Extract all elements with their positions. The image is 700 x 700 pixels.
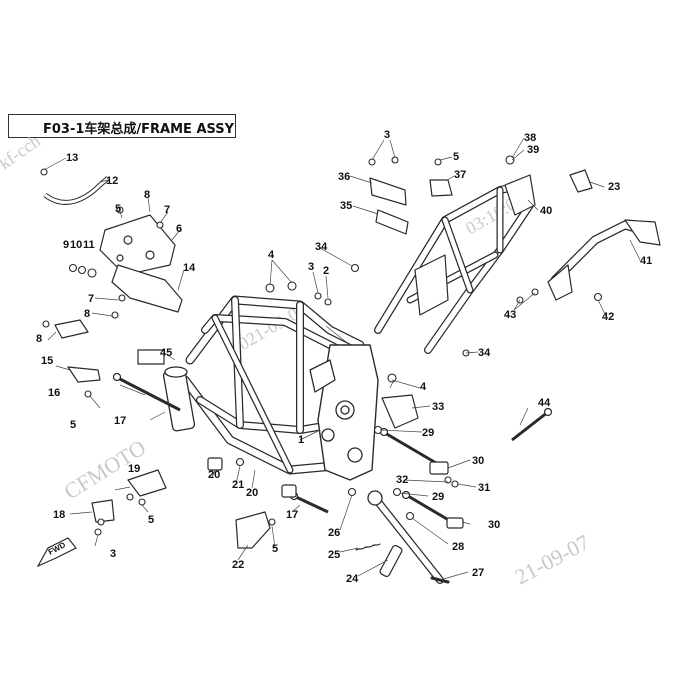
callouts: 13 12 8 5 7 6 9 10 11 14 7 8 8 15 45 16 … <box>36 129 652 585</box>
small-parts <box>43 169 593 549</box>
callout-10: 10 <box>70 239 82 251</box>
callout-6: 6 <box>176 223 182 235</box>
callout-22: 22 <box>232 559 244 571</box>
callout-1: 1 <box>298 434 304 446</box>
callout-8c: 8 <box>36 333 42 345</box>
callout-9: 9 <box>63 239 69 251</box>
callout-35: 35 <box>340 200 352 212</box>
callout-30b: 30 <box>488 519 500 531</box>
main-frame <box>162 295 379 481</box>
callout-45: 45 <box>160 347 172 359</box>
callout-16: 16 <box>48 387 60 399</box>
callout-33: 33 <box>432 401 444 413</box>
callout-19: 19 <box>128 463 140 475</box>
fasteners <box>40 155 603 536</box>
callout-5b: 5 <box>70 419 76 431</box>
callout-7b: 7 <box>88 293 94 305</box>
callout-5d: 5 <box>272 543 278 555</box>
leader-lines <box>43 137 641 581</box>
callout-29b: 29 <box>432 491 444 503</box>
callout-31: 31 <box>478 482 490 494</box>
watermark-date: 21-09-07 <box>511 529 594 589</box>
callout-17b: 17 <box>286 509 298 521</box>
callout-34b: 34 <box>478 347 491 359</box>
callout-40: 40 <box>540 205 552 217</box>
callout-2: 2 <box>323 265 329 277</box>
callout-37: 37 <box>454 169 466 181</box>
fwd-arrow: FWD <box>36 537 77 568</box>
callout-21: 21 <box>232 479 244 491</box>
callout-23: 23 <box>608 181 620 193</box>
callout-7: 7 <box>164 204 170 216</box>
callout-18: 18 <box>53 509 65 521</box>
callout-34: 34 <box>315 241 328 253</box>
callout-32: 32 <box>396 474 408 486</box>
grab-handle <box>547 219 661 301</box>
callout-15: 15 <box>41 355 53 367</box>
callout-20b: 20 <box>246 487 258 499</box>
callout-44: 44 <box>538 397 551 409</box>
callout-20: 20 <box>208 469 220 481</box>
title-box: F03-1车架总成/FRAME ASSY <box>8 114 236 138</box>
callout-24: 24 <box>346 573 359 585</box>
callout-4b: 4 <box>420 381 427 393</box>
callout-28: 28 <box>452 541 464 553</box>
callout-29: 29 <box>422 427 434 439</box>
rear-subframe <box>374 174 536 354</box>
side-stand <box>355 490 450 584</box>
callout-3: 3 <box>110 548 116 560</box>
callout-43: 43 <box>504 309 516 321</box>
callout-30: 30 <box>472 455 484 467</box>
watermark-user: kf-cch <box>0 131 44 174</box>
callout-36: 36 <box>338 171 350 183</box>
callout-42: 42 <box>602 311 614 323</box>
callout-3b: 3 <box>308 261 314 273</box>
diagram-title: F03-1车架总成/FRAME ASSY <box>43 122 235 137</box>
callout-8b: 8 <box>84 308 90 320</box>
callout-41: 41 <box>640 255 652 267</box>
callout-11: 11 <box>83 239 95 251</box>
callout-13: 13 <box>66 152 78 164</box>
callout-26: 26 <box>328 527 340 539</box>
callout-3c: 3 <box>384 129 390 141</box>
callout-4: 4 <box>268 249 275 261</box>
callout-12: 12 <box>106 175 118 187</box>
callout-39: 39 <box>527 144 539 156</box>
callout-5e: 5 <box>453 151 459 163</box>
callout-27: 27 <box>472 567 484 579</box>
callout-5: 5 <box>115 203 121 215</box>
callout-14: 14 <box>183 262 196 274</box>
callout-5c: 5 <box>148 514 154 526</box>
callout-38: 38 <box>524 132 536 144</box>
callout-17: 17 <box>114 415 126 427</box>
callout-25: 25 <box>328 549 340 561</box>
callout-8: 8 <box>144 189 150 201</box>
